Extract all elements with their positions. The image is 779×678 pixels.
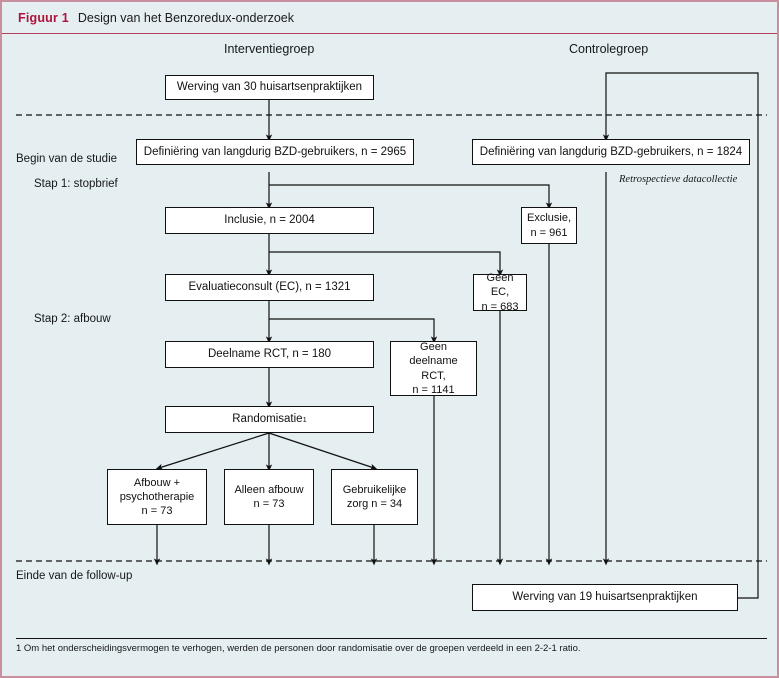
box-arm3-line1: Gebruikelijke (342, 483, 407, 496)
box-exclusion-line2: n = 961 (530, 226, 568, 239)
edge-randomisation-to-arm1 (155, 432, 270, 470)
box-no-ec-line1: Geen EC, (486, 272, 514, 299)
box-arm2-line1: Alleen afbouw (234, 483, 304, 496)
box-recruit-intervention: Werving van 30 huisartsenpraktijken (165, 75, 374, 100)
box-define-control: Definiëring van langdurig BZD-gebruikers… (472, 139, 750, 165)
box-no-rct-line1: Geen deelname (409, 341, 458, 368)
box-randomisation-footnote-marker: 1 (302, 414, 307, 424)
figure-caption-text: Design van het Benzoredux-onderzoek (77, 10, 295, 25)
box-no-rct-line3: n = 1141 (412, 383, 455, 396)
edge-inclusion-to-no-ec (269, 251, 504, 277)
column-header-control: Controlegroep (569, 42, 649, 56)
box-define-intervention: Definiëring van langdurig BZD-gebruikers… (136, 139, 414, 165)
box-inclusion: Inclusie, n = 2004 (165, 207, 374, 234)
edge-define-to-exclusion (269, 184, 553, 210)
box-no-ec: Geen EC, n = 683 (473, 272, 527, 313)
box-arm3: Gebruikelijke zorg n = 34 (331, 469, 418, 525)
box-exclusion-line1: Exclusie, (526, 212, 572, 225)
edge-evaluation-to-no-rct (269, 318, 438, 344)
edge-randomisation-to-arm3 (268, 432, 378, 470)
box-arm1-line1: Afbouw + (133, 476, 181, 489)
box-no-ec-line2: n = 683 (481, 300, 519, 313)
box-recruit-control: Werving van 19 huisartsenpraktijken (472, 584, 738, 611)
box-exclusion: Exclusie, n = 961 (521, 207, 577, 244)
box-arm1-line2: psychotherapie (119, 490, 195, 503)
box-arm1: Afbouw + psychotherapie n = 73 (107, 469, 207, 525)
box-no-rct: Geen deelname RCT, n = 1141 (390, 341, 477, 396)
box-no-rct-line2: RCT, (421, 369, 446, 382)
figure-number: Figuur 1 (18, 10, 69, 25)
box-arm1-line3: n = 73 (141, 505, 173, 518)
footnote-text: 1 Om het onderscheidingsvermogen te verh… (16, 643, 581, 654)
box-rct-participation: Deelname RCT, n = 180 (165, 341, 374, 368)
footnote-divider (16, 638, 767, 639)
side-label-begin: Begin van de studie (16, 153, 118, 165)
column-header-intervention: Interventiegroep (224, 42, 315, 56)
side-label-step2: Stap 2: afbouw (34, 313, 111, 325)
box-arm2-line2: n = 73 (253, 498, 285, 510)
box-evaluation: Evaluatieconsult (EC), n = 1321 (165, 274, 374, 301)
box-arm3-line2: zorg n = 34 (346, 498, 403, 510)
box-arm2: Alleen afbouw n = 73 (224, 469, 314, 525)
side-label-end-followup: Einde van de follow-up (16, 570, 133, 582)
side-label-step1: Stap 1: stopbrief (34, 178, 118, 190)
annotation-retrospective: Retrospectieve datacollectie (619, 174, 738, 185)
figure-caption-bar: Figuur 1 Design van het Benzoredux-onder… (2, 2, 777, 34)
box-randomisation-label: Randomisatie (232, 413, 303, 426)
